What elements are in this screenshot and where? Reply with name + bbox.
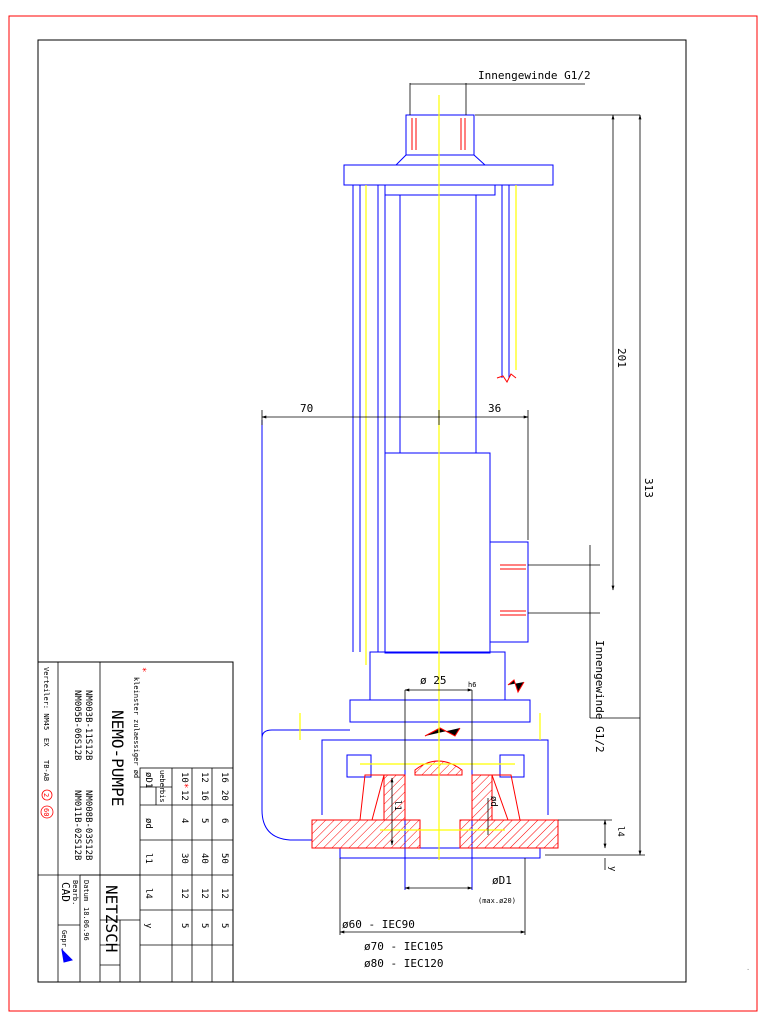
tb-label: TB-AB: [42, 760, 50, 781]
th-ueber: ueber: [158, 770, 166, 791]
motor-flange: [339, 847, 541, 859]
dim-201: 201: [615, 348, 628, 368]
corner-dot: .: [746, 964, 750, 972]
top-nozzle-taper: [394, 154, 487, 166]
top-flange: [343, 164, 554, 186]
td-ueber: 12: [199, 772, 209, 783]
td-l1: 40: [199, 853, 209, 864]
td-ueber: 10: [179, 772, 189, 783]
label-gepr: Gepr.: [60, 930, 68, 951]
model-left-2: NM005B-06S12B: [72, 690, 82, 760]
th-l1: l1: [143, 853, 153, 864]
brand-logo: NETZSCH: [102, 885, 121, 952]
td-l4: 12: [219, 888, 229, 899]
circle-b: 60: [42, 808, 50, 816]
ex-label: EX: [42, 738, 50, 747]
center-lines: [299, 95, 541, 860]
drawing-frame: [37, 39, 687, 983]
td-od: 4: [179, 818, 189, 823]
model-right-1: NM008B-03S12B: [83, 790, 93, 860]
td-l1: 50: [219, 853, 229, 864]
top-nozzle: [405, 114, 475, 156]
td-mark: *: [179, 783, 189, 788]
pump-drawing: [261, 114, 554, 890]
cad-logo: CAD: [59, 882, 72, 902]
dim-shaft: ø 25: [420, 674, 447, 687]
dim-70: 70: [300, 402, 313, 415]
dimension-lines: [261, 83, 645, 935]
callout-thread-top: Innengewinde G1/2: [478, 69, 591, 82]
dim-36: 36: [488, 402, 501, 415]
dimension-texts: Innengewinde G1/2 70 36 201 313 Innengew…: [300, 69, 655, 970]
model-left-1: NM003B-11S12B: [83, 690, 93, 760]
model-right-2: NM011B-02S12B: [72, 790, 82, 860]
dim-od1-max: (max.ø20): [478, 897, 516, 905]
th-bis: bis: [158, 790, 166, 803]
td-ueber: 16: [219, 772, 229, 783]
title-block: NEMO-PUMPE NM003B-11S12B NM005B-06S12B N…: [37, 661, 234, 983]
suction-housing: [384, 452, 491, 654]
td-bis: 12: [179, 790, 189, 801]
td-y: 5: [199, 923, 209, 928]
footnote-text: kleinster zulaessiger ød: [132, 677, 140, 778]
td-y: 5: [219, 923, 229, 928]
td-l4: 12: [199, 888, 209, 899]
th-od: ød: [143, 818, 153, 829]
dim-od1: øD1: [492, 874, 512, 887]
date-value: 18.06.96: [82, 907, 90, 941]
td-bis: 16: [199, 790, 209, 801]
td-l4: 12: [179, 888, 189, 899]
hatched-section: [311, 760, 559, 849]
td-od: 6: [219, 818, 229, 823]
side-outlet: [489, 541, 529, 643]
dim-shaft-tol: h6: [468, 681, 476, 689]
dim-iec105: ø70 - IEC105: [364, 940, 443, 953]
distributor: Verteiler: NM45: [42, 667, 50, 730]
stator-tube: [399, 194, 477, 454]
foot-curve: [261, 420, 312, 841]
th-y: y: [143, 923, 153, 929]
dim-od: ød: [488, 796, 498, 807]
bolt-left: [346, 754, 372, 778]
callout-thread-side: Innengewinde G1/2: [593, 640, 606, 753]
th-l4: l4: [143, 888, 153, 899]
sheet-border: [8, 15, 758, 1012]
td-od: 5: [199, 818, 209, 823]
bolt-right: [499, 754, 525, 778]
td-l1: 30: [179, 853, 189, 864]
td-y: 5: [179, 923, 189, 928]
product-name: NEMO-PUMPE: [108, 710, 127, 806]
circle-a: 2: [42, 793, 50, 797]
dim-iec90: ø60 - IEC90: [342, 918, 415, 931]
top-flange-hub: [384, 184, 496, 196]
th-d1: øD1: [143, 772, 153, 788]
dim-l1: l1: [392, 800, 402, 811]
thread-marks: [411, 118, 526, 737]
label-datum: Datum: [82, 880, 90, 901]
base-plate: [349, 699, 531, 723]
td-bis: 20: [219, 790, 229, 801]
label-bearb: Bearb.: [71, 880, 79, 905]
dim-iec120: ø80 - IEC120: [364, 957, 443, 970]
lantern: [321, 739, 549, 815]
dim-313: 313: [642, 478, 655, 498]
dim-l4: l4: [615, 826, 625, 837]
dim-y: y: [607, 866, 617, 872]
table-rows: 10 12 4 30 12 5 * 12 16 5 40 12 5 16 20 6 50 12 5: [179, 772, 229, 928]
footnote-mark: *: [137, 667, 147, 672]
signature-mark: [61, 948, 73, 963]
